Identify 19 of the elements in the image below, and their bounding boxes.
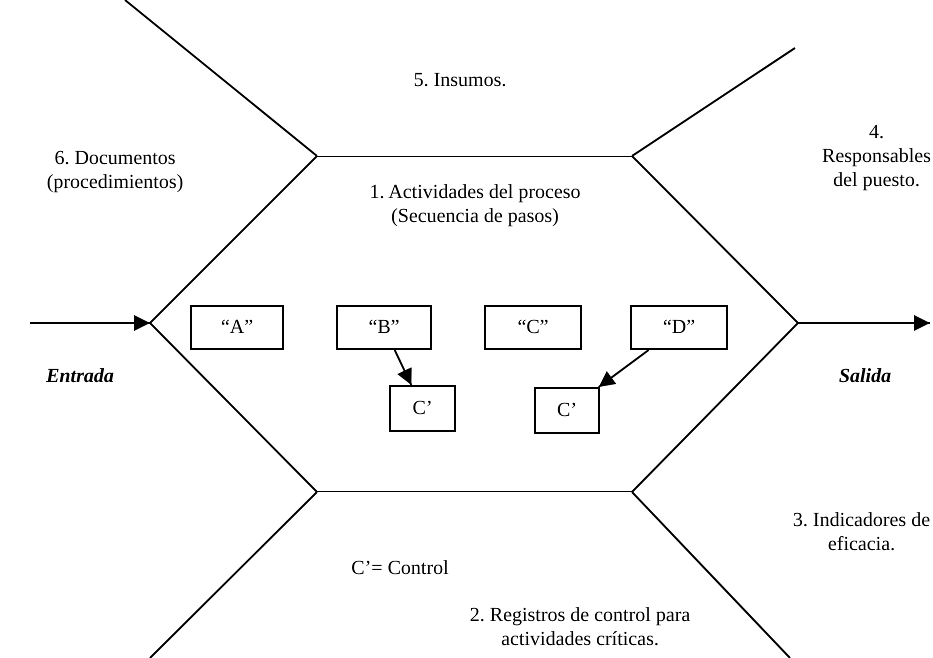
- note-text: 6. Documentos (procedimientos): [46, 146, 184, 194]
- flow-label: Entrada: [45, 364, 115, 388]
- step-box: “C”: [484, 305, 582, 350]
- arrow: [798, 315, 930, 331]
- heading-text: 1. Actividades del proceso (Secuencia de pasos): [368, 180, 582, 228]
- step-box: “D”: [630, 305, 728, 350]
- arrow: [598, 349, 650, 388]
- note-text: 3. Indicadores de eficacia.: [792, 508, 932, 556]
- note-text: 2. Registros de control para actividades críticas.: [468, 603, 692, 651]
- arrow: [394, 350, 412, 386]
- arrow: [30, 315, 150, 331]
- step-box: C’: [534, 387, 600, 434]
- step-box: “A”: [190, 305, 284, 350]
- note-text: 5. Insumos.: [412, 68, 508, 92]
- note-text: 4. Responsables del puesto.: [821, 120, 932, 192]
- flow-label: Salida: [838, 364, 892, 388]
- step-box: C’: [389, 385, 456, 432]
- step-box: “B”: [336, 305, 432, 350]
- note-text: C’= Control: [350, 556, 450, 580]
